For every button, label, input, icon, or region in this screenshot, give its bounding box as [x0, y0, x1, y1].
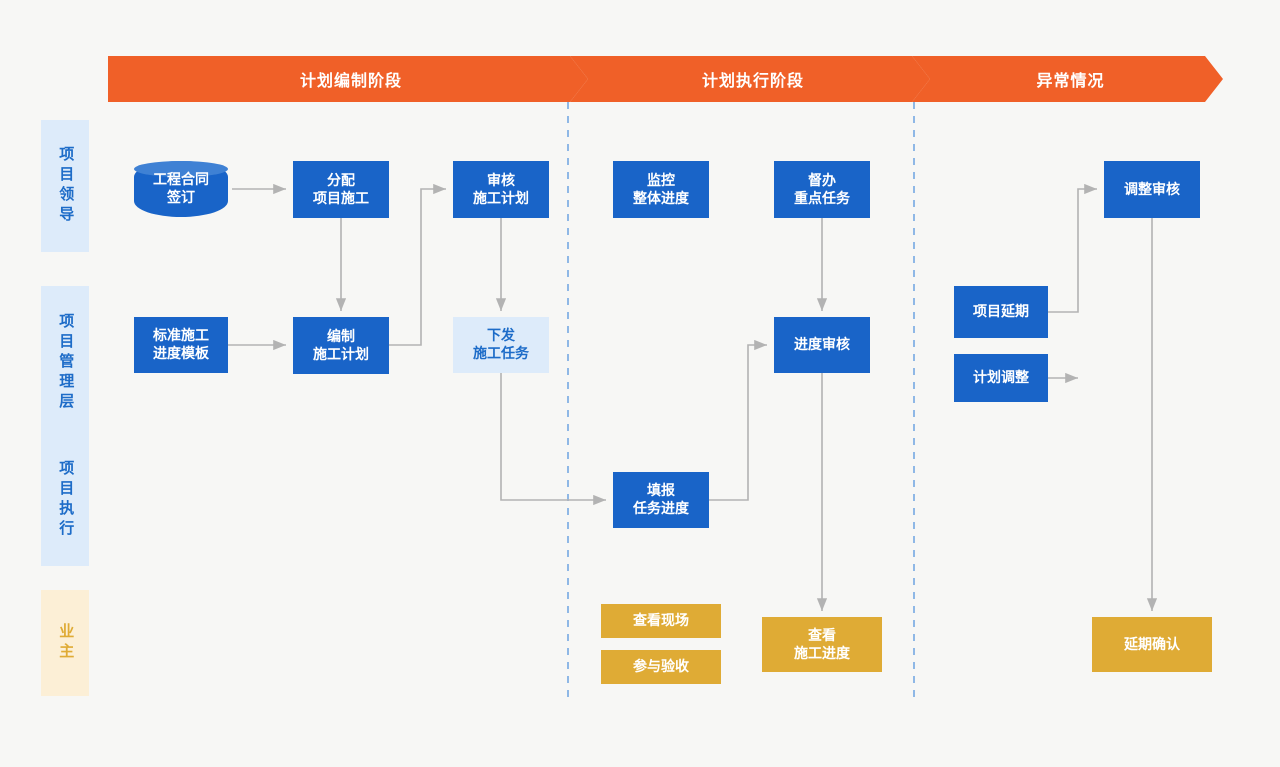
flow-node-delayconf[interactable]: 延期确认 — [1092, 617, 1212, 672]
phase-label: 计划执行阶段 — [701, 73, 804, 90]
connector-lines — [228, 183, 1158, 611]
flow-node-label: 调整审核 — [1124, 180, 1180, 197]
phase-segment-1: 计划编制阶段 — [108, 56, 588, 102]
flow-node-progaudit[interactable]: 进度审核 — [774, 317, 870, 373]
phase-label: 计划编制阶段 — [299, 73, 402, 90]
connector-compile-to-review — [389, 183, 446, 346]
flow-node-viewprog[interactable]: 查看 施工进度 — [762, 617, 882, 672]
flow-node-label: 工程合同 签订 — [153, 171, 209, 205]
flow-node-label: 监控 整体进度 — [633, 171, 689, 206]
flow-node-label: 项目延期 — [973, 303, 1029, 320]
swimlane-label-4: 业主 — [41, 590, 89, 696]
connector-fillprog-to-progaudit — [709, 339, 767, 501]
flow-node-label: 计划调整 — [973, 369, 1029, 386]
phase-segment-2: 计划执行阶段 — [570, 56, 930, 102]
flow-node-label: 编制 施工计划 — [313, 327, 369, 362]
phase-label: 异常情况 — [1036, 73, 1105, 90]
flow-node-joinaccept[interactable]: 参与验收 — [601, 650, 721, 684]
flow-node-assign[interactable]: 分配 项目施工 — [293, 161, 389, 218]
flow-node-viewsite[interactable]: 查看现场 — [601, 604, 721, 638]
flow-node-dispatch[interactable]: 下发 施工任务 — [453, 317, 549, 373]
flow-node-delay[interactable]: 项目延期 — [954, 286, 1048, 338]
connector-delay-to-adjaudit — [1048, 183, 1097, 313]
phase-dividers — [567, 102, 915, 702]
flow-node-label: 进度审核 — [794, 336, 850, 353]
flow-node-template[interactable]: 标准施工 进度模板 — [134, 317, 228, 373]
flow-node-planadj[interactable]: 计划调整 — [954, 354, 1048, 402]
flow-node-label: 填报 任务进度 — [633, 482, 689, 516]
phase-banner: 计划编制阶段 计划执行阶段 异常情况 — [108, 56, 1223, 102]
flow-node-monitor[interactable]: 监控 整体进度 — [613, 161, 709, 218]
connector-dispatch-to-fillprog — [500, 373, 606, 506]
flow-node-contract[interactable]: 工程合同 签订 — [134, 161, 228, 217]
flow-node-label: 延期确认 — [1124, 635, 1180, 652]
flow-node-label: 审核 施工计划 — [473, 171, 529, 206]
flow-node-label: 查看 施工进度 — [794, 626, 850, 661]
swimlane-label-1: 项目领导 — [41, 120, 89, 252]
flow-node-label: 参与验收 — [633, 658, 689, 675]
flow-node-review[interactable]: 审核 施工计划 — [453, 161, 549, 218]
flow-node-adjaudit[interactable]: 调整审核 — [1104, 161, 1200, 218]
swimlane-label-3: 项目执行 — [41, 434, 89, 566]
flow-node-label: 下发 施工任务 — [473, 327, 529, 361]
flow-node-label: 标准施工 进度模板 — [153, 327, 209, 361]
flow-node-fillprog[interactable]: 填报 任务进度 — [613, 472, 709, 528]
flow-node-label: 督办 重点任务 — [794, 171, 850, 206]
flow-node-label: 分配 项目施工 — [313, 171, 369, 206]
phase-segment-3: 异常情况 — [912, 56, 1223, 102]
flow-node-label: 查看现场 — [633, 612, 689, 629]
swimlane-label-2: 项目管理层 — [41, 286, 89, 440]
flow-node-compile[interactable]: 编制 施工计划 — [293, 317, 389, 374]
flow-node-supervise[interactable]: 督办 重点任务 — [774, 161, 870, 218]
